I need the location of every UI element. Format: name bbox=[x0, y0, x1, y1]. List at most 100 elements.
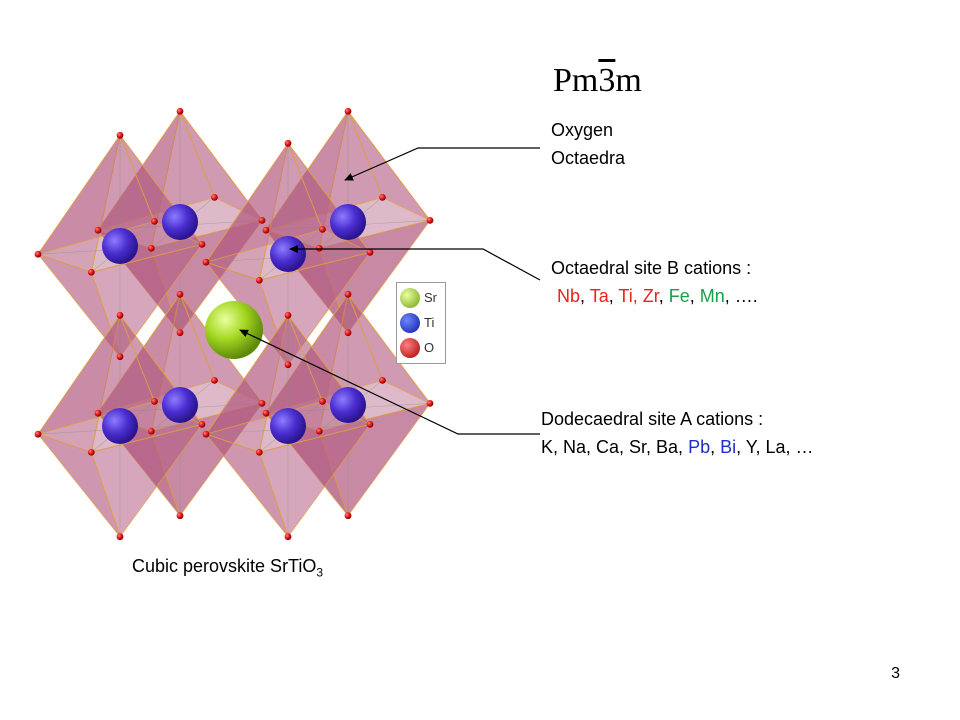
octahedron-face bbox=[258, 251, 372, 366]
o-atom bbox=[116, 311, 124, 319]
o-atom bbox=[87, 448, 95, 456]
o-atom bbox=[379, 194, 386, 201]
o-atom bbox=[262, 409, 270, 417]
ti-atom bbox=[330, 204, 366, 240]
oxygen-label-line1: Oxygen bbox=[551, 120, 614, 140]
pointer-lines bbox=[239, 147, 541, 435]
o-atom bbox=[262, 226, 270, 234]
octahedron-face bbox=[347, 294, 431, 404]
b-site-pointer bbox=[289, 245, 541, 281]
o-atom bbox=[315, 244, 323, 252]
o-atom bbox=[202, 430, 210, 438]
element-symbol: Fe bbox=[668, 286, 690, 306]
ti-atom bbox=[270, 236, 306, 272]
element-symbol: , …. bbox=[724, 286, 758, 306]
ti-swatch-icon bbox=[400, 313, 420, 333]
element-symbol: Nb bbox=[557, 286, 581, 306]
o-atom bbox=[147, 244, 155, 252]
sr-atom bbox=[205, 301, 263, 359]
page-number: 3 bbox=[891, 665, 900, 682]
element-symbol: , bbox=[608, 286, 619, 306]
space-group-symbol: Pm3m bbox=[553, 62, 642, 100]
o-atom bbox=[366, 420, 374, 428]
o-atom bbox=[116, 353, 124, 361]
o-atom bbox=[94, 226, 102, 234]
element-symbol: , Y, La, … bbox=[736, 437, 814, 457]
o-atom bbox=[366, 248, 374, 256]
element-symbol: , bbox=[710, 437, 721, 457]
element-symbol: , bbox=[658, 286, 669, 306]
o-atom bbox=[202, 258, 210, 266]
o-atom bbox=[379, 377, 386, 384]
o-atom bbox=[176, 512, 184, 520]
o-atom bbox=[211, 377, 218, 384]
a-site-element-list: K, Na, Ca, Sr, Ba, Pb, Bi, Y, La, … bbox=[541, 435, 814, 459]
o-atom bbox=[94, 409, 102, 417]
b-site-title: Octaedral site B cations : bbox=[551, 258, 752, 278]
o-atom bbox=[284, 311, 292, 319]
element-symbol: Bi bbox=[720, 437, 737, 457]
o-atom bbox=[344, 290, 352, 298]
b-site-element-list: Nb, Ta, Ti, Zr, Fe, Mn, …. bbox=[557, 284, 758, 308]
o-atom bbox=[258, 399, 266, 407]
ti-atom bbox=[162, 204, 198, 240]
legend-label: Sr bbox=[424, 290, 437, 305]
space-group-post: m bbox=[615, 62, 642, 99]
o-atom bbox=[198, 420, 206, 428]
o-atom bbox=[319, 398, 326, 405]
o-atom bbox=[176, 329, 184, 337]
element-symbol: , bbox=[689, 286, 700, 306]
octahedron-face bbox=[179, 111, 263, 221]
structure-caption: Cubic perovskite SrTiO3 bbox=[132, 556, 323, 580]
o-atom bbox=[255, 448, 263, 456]
o-atom bbox=[426, 399, 434, 407]
oxygen-label-line2: Octaedra bbox=[551, 148, 626, 168]
o-atom bbox=[198, 240, 206, 248]
o-atom bbox=[344, 512, 352, 520]
element-symbol: , bbox=[580, 286, 590, 306]
element-symbol: K, Na, Ca, Sr, Ba, bbox=[541, 437, 689, 457]
element-symbol: Pb bbox=[688, 437, 711, 457]
element-legend: Sr Ti O bbox=[396, 282, 446, 364]
o-atom bbox=[284, 139, 292, 147]
oxygen-pointer bbox=[344, 147, 540, 181]
o-atom bbox=[147, 427, 155, 435]
octahedron-face bbox=[258, 423, 372, 538]
o-atom bbox=[116, 131, 124, 139]
ti-atom bbox=[102, 228, 138, 264]
o-atom bbox=[284, 533, 292, 541]
space-group-bar: 3 bbox=[598, 62, 616, 99]
o-atom bbox=[315, 427, 323, 435]
o-atom bbox=[426, 216, 434, 224]
o-atom bbox=[34, 430, 42, 438]
caption-text: Cubic perovskite SrTiO bbox=[132, 556, 317, 576]
legend-label: Ti bbox=[424, 315, 435, 330]
atoms bbox=[34, 107, 434, 541]
o-atom bbox=[151, 398, 158, 405]
octahedron bbox=[204, 314, 372, 538]
o-atom bbox=[151, 218, 158, 225]
sr-swatch-icon bbox=[400, 288, 420, 308]
o-atom bbox=[116, 533, 124, 541]
octahedron-face bbox=[90, 423, 204, 538]
a-site-title: Dodecaedral site A cations : bbox=[541, 409, 764, 429]
o-atom bbox=[87, 268, 95, 276]
ti-atom bbox=[102, 408, 138, 444]
element-symbol: Mn bbox=[699, 286, 725, 306]
legend-item-o: O bbox=[400, 337, 444, 359]
octahedron-face bbox=[347, 111, 431, 221]
o-atom bbox=[211, 194, 218, 201]
o-swatch-icon bbox=[400, 338, 420, 358]
o-atom bbox=[344, 329, 352, 337]
legend-item-ti: Ti bbox=[400, 312, 444, 334]
o-atom bbox=[176, 290, 184, 298]
ti-atom bbox=[330, 387, 366, 423]
element-symbol: Ti, Zr bbox=[618, 286, 659, 306]
o-atom bbox=[319, 226, 326, 233]
a-site-pointer bbox=[239, 329, 540, 435]
octahedron-face bbox=[90, 243, 204, 358]
o-atom bbox=[344, 107, 352, 115]
space-group-pre: Pm bbox=[553, 62, 599, 99]
o-atom bbox=[255, 276, 263, 284]
